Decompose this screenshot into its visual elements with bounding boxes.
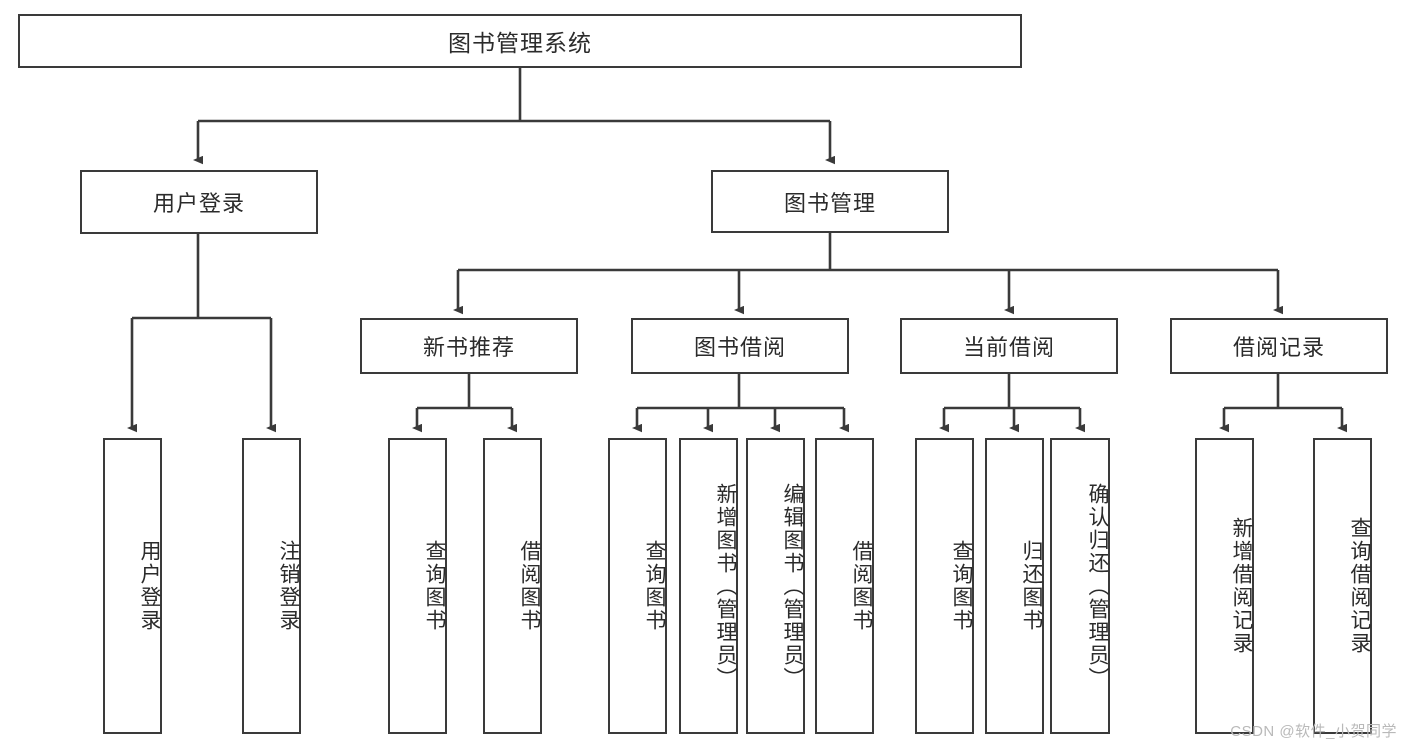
node-book-borrow[interactable]: 图书借阅 bbox=[631, 318, 849, 374]
node-book-management[interactable]: 图书管理 bbox=[711, 170, 949, 233]
leaf-borrow-borrow-book[interactable]: 借阅图书 bbox=[815, 438, 874, 734]
leaf-label: 编辑图书（管理员） bbox=[781, 482, 804, 690]
leaf-borrow-query-book[interactable]: 查询图书 bbox=[608, 438, 667, 734]
leaf-label: 用户登录 bbox=[138, 540, 161, 632]
leaf-recommend-query-book[interactable]: 查询图书 bbox=[388, 438, 447, 734]
leaf-label: 归还图书 bbox=[1020, 540, 1043, 632]
leaf-record-query-record[interactable]: 查询借阅记录 bbox=[1313, 438, 1372, 734]
leaf-borrow-edit-book-admin[interactable]: 编辑图书（管理员） bbox=[746, 438, 805, 734]
leaf-label: 查询图书 bbox=[423, 540, 446, 632]
leaf-label: 借阅图书 bbox=[518, 540, 541, 632]
leaf-label: 新增借阅记录 bbox=[1230, 517, 1253, 655]
leaf-label: 借阅图书 bbox=[850, 540, 873, 632]
leaf-recommend-borrow-book[interactable]: 借阅图书 bbox=[483, 438, 542, 734]
leaf-current-query-book[interactable]: 查询图书 bbox=[915, 438, 974, 734]
leaf-label: 查询图书 bbox=[950, 540, 973, 632]
leaf-label: 查询借阅记录 bbox=[1348, 517, 1371, 655]
csdn-watermark: CSDN @软件_小贺同学 bbox=[1230, 723, 1397, 740]
leaf-label: 注销登录 bbox=[277, 540, 300, 632]
leaf-user-login-signout[interactable]: 注销登录 bbox=[242, 438, 301, 734]
node-user-login[interactable]: 用户登录 bbox=[80, 170, 318, 234]
leaf-current-confirm-return-admin[interactable]: 确认归还（管理员） bbox=[1050, 438, 1110, 734]
leaf-label: 确认归还（管理员） bbox=[1086, 482, 1109, 690]
node-new-book-recommend[interactable]: 新书推荐 bbox=[360, 318, 578, 374]
leaf-current-return-book[interactable]: 归还图书 bbox=[985, 438, 1044, 734]
node-current-borrow[interactable]: 当前借阅 bbox=[900, 318, 1118, 374]
leaf-label: 新增图书（管理员） bbox=[714, 482, 737, 690]
node-borrow-record[interactable]: 借阅记录 bbox=[1170, 318, 1388, 374]
leaf-label: 查询图书 bbox=[643, 540, 666, 632]
leaf-borrow-add-book-admin[interactable]: 新增图书（管理员） bbox=[679, 438, 738, 734]
node-root-system[interactable]: 图书管理系统 bbox=[18, 14, 1022, 68]
leaf-record-add-record[interactable]: 新增借阅记录 bbox=[1195, 438, 1254, 734]
leaf-user-login-signin[interactable]: 用户登录 bbox=[103, 438, 162, 734]
